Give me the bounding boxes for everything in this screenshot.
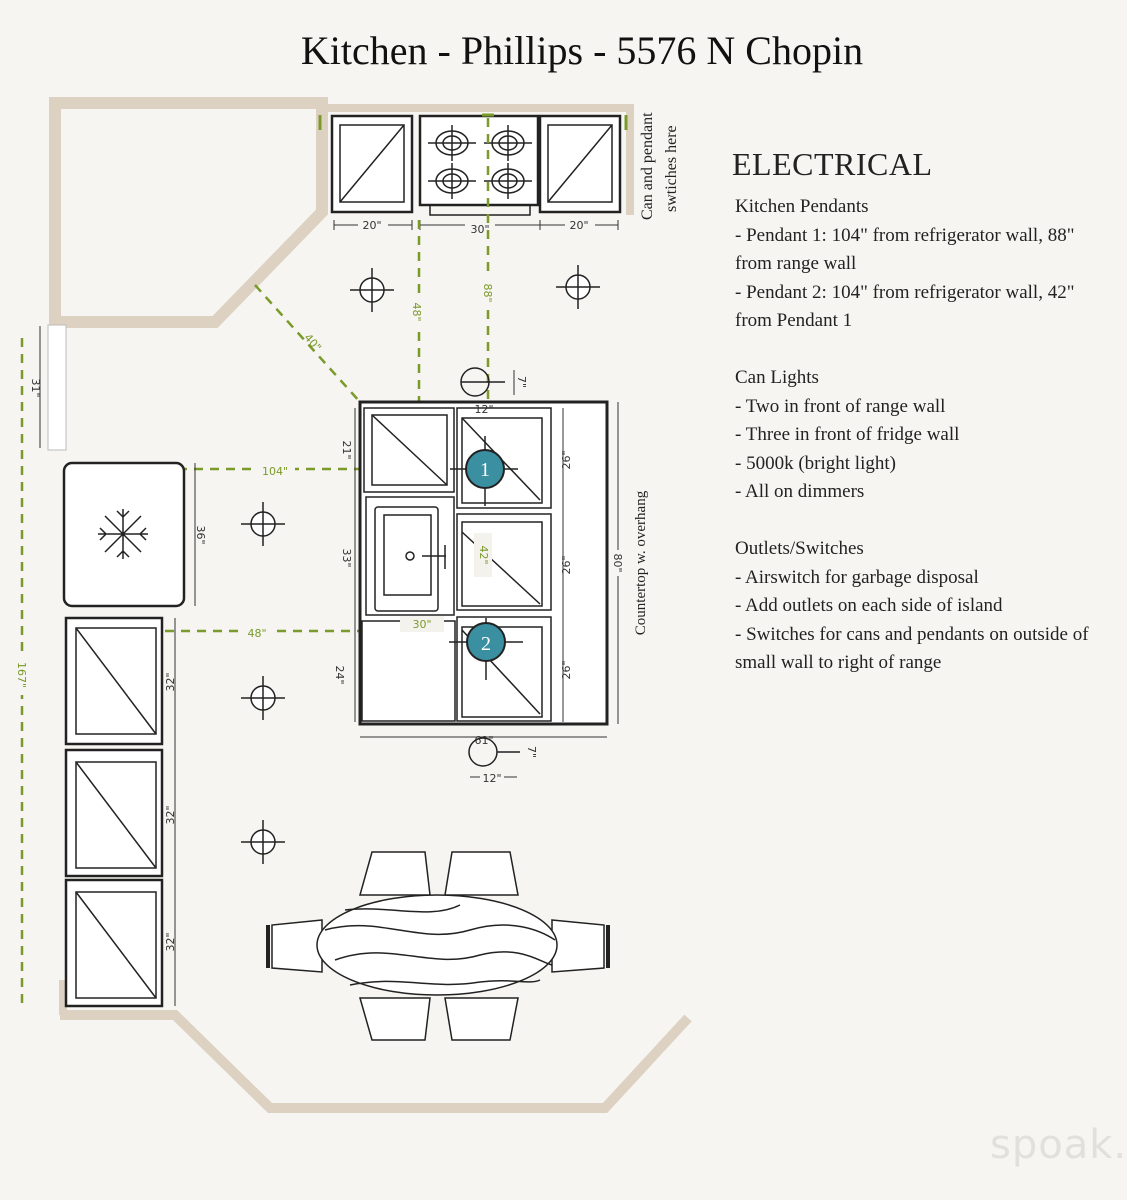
switch-note: Can and pendant: [639, 112, 656, 220]
walls: [49, 97, 692, 1113]
dim-label: 42": [477, 545, 490, 564]
dim-label: 48": [247, 627, 266, 640]
dim-label: 33": [340, 548, 353, 567]
section-heading: Outlets/Switches: [735, 538, 864, 559]
faucet-icon: [405, 545, 446, 569]
dim-label: 12": [474, 403, 493, 416]
dim-label: 104": [262, 465, 288, 478]
chair: [444, 851, 519, 896]
pendant-1: 1: [450, 436, 518, 506]
dim-label: 30": [412, 618, 431, 631]
electrical-notes: ELECTRICAL Kitchen Pendants - Pendant 1:…: [732, 146, 1115, 706]
list-item: - Two in front of range wall: [735, 395, 946, 417]
burners-icon: [428, 125, 532, 199]
dim-label: 30": [470, 223, 489, 236]
can-light-icon: [556, 265, 600, 309]
wall-markers: [318, 113, 628, 130]
dim-label: 40": [301, 331, 323, 354]
dim-label: 12": [482, 772, 501, 785]
pendant-number: 1: [480, 459, 490, 481]
dim-label: 7": [525, 746, 538, 758]
chair: [359, 997, 431, 1041]
dim-label: 21": [340, 440, 353, 459]
countertop-label: Countertop w. overhang: [633, 490, 649, 635]
watermark-logo: spoak.: [990, 1122, 1127, 1168]
dim-label: 20": [362, 219, 381, 232]
cabinet-range-right: [538, 114, 622, 214]
switch-note: swtiches here: [663, 125, 680, 212]
dim-label: 32": [164, 932, 177, 951]
dim-label: 26": [560, 555, 573, 574]
pendant-2: 2: [449, 618, 523, 680]
dim-label: 26": [560, 450, 573, 469]
section-outlets: Outlets/Switches - Airswitch for garbage…: [735, 535, 1115, 678]
electrical-heading: ELECTRICAL: [732, 146, 933, 182]
list-item: - Add outlets on each side of island: [735, 595, 1003, 616]
list-item: - Pendant 2: 104" from refrigerator wall…: [735, 281, 1075, 332]
dim-label: 61": [474, 734, 493, 747]
section-can-lights: Can Lights - Two in front of range wall …: [735, 364, 1115, 507]
list-item: - Switches for cans and pendants on outs…: [735, 623, 1089, 674]
chair: [359, 851, 431, 896]
chair: [271, 919, 323, 973]
dim-label: 24": [333, 665, 346, 684]
dining-table: [266, 851, 610, 1041]
can-light-icon: [241, 502, 285, 546]
dim-label: 7": [515, 376, 528, 388]
dim-label: 32": [164, 805, 177, 824]
section-heading: Can Lights: [735, 367, 819, 388]
list-item: - Airswitch for garbage disposal: [735, 566, 979, 588]
dim-label: 32": [164, 672, 177, 691]
range-stove: [418, 114, 540, 216]
window: [47, 324, 67, 451]
table-top: [316, 894, 558, 996]
chair: [551, 919, 605, 973]
dim-label: 31": [29, 378, 42, 397]
can-lights: [241, 265, 600, 864]
list-item: - Pendant 1: 104" from refrigerator wall…: [735, 224, 1075, 275]
left-cabinets: [64, 616, 176, 1008]
can-light-icon: [241, 676, 285, 720]
pendant-number: 2: [481, 633, 491, 655]
list-item: - 5000k (bright light): [735, 452, 896, 474]
can-light-icon: [350, 268, 394, 312]
cabinet-range-left: [330, 114, 414, 214]
list-item: - All on dimmers: [735, 481, 865, 502]
section-heading: Kitchen Pendants: [735, 196, 869, 217]
snowflake-icon: [98, 509, 148, 559]
dim-label: 80": [611, 553, 624, 572]
page-title: Kitchen - Phillips - 5576 N Chopin: [301, 28, 863, 73]
dim-label: 48": [410, 302, 423, 321]
list-item: - Three in front of fridge wall: [735, 424, 960, 445]
dim-label: 88": [481, 283, 494, 302]
section-pendants: Kitchen Pendants - Pendant 1: 104" from …: [735, 193, 1115, 336]
dim-label: 26": [560, 660, 573, 679]
chair: [444, 997, 519, 1041]
outlet-top: [460, 367, 515, 397]
dim-label: 36": [194, 525, 207, 544]
can-light-icon: [241, 820, 285, 864]
refrigerator: 36": [62, 461, 207, 608]
dim-label: 167": [15, 662, 28, 688]
dim-label: 20": [569, 219, 588, 232]
